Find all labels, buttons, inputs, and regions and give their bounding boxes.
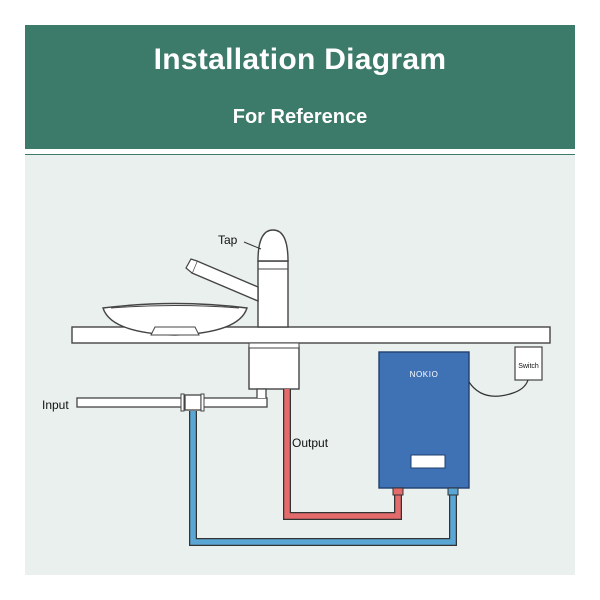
- tap-faucet: [185, 229, 289, 328]
- cold-water-pipe-fill: [190, 411, 456, 545]
- switch-cable: [468, 379, 529, 397]
- input-pipe: [76, 388, 268, 412]
- tap-leader-line: [243, 241, 262, 250]
- tap-label: Tap: [218, 233, 238, 247]
- diagram-card: Installation Diagram For Reference Tap: [25, 25, 575, 575]
- switch-label: Switch: [518, 363, 539, 370]
- heater-display: [410, 454, 446, 469]
- header-divider: [25, 149, 575, 154]
- sink-basin: [102, 302, 248, 336]
- hot-water-pipe-fill: [284, 389, 401, 519]
- hot-outlet-fitting: [392, 487, 404, 496]
- output-label: Output: [292, 436, 329, 450]
- cold-inlet-fitting: [447, 487, 459, 496]
- input-label: Input: [42, 398, 69, 412]
- valve-box-cap: [248, 342, 300, 349]
- water-heater: [378, 351, 470, 496]
- valve-box: [248, 346, 300, 390]
- heater-brand: NOKIO: [410, 370, 439, 379]
- installation-diagram: Tap Input Output NOKIO Sw: [42, 229, 551, 546]
- header-divider-edge: [25, 154, 575, 155]
- header-banner: Installation Diagram For Reference: [25, 25, 575, 149]
- page-subtitle: For Reference: [232, 106, 368, 128]
- wall-switch: [514, 346, 543, 381]
- page-title: Installation Diagram: [153, 43, 447, 76]
